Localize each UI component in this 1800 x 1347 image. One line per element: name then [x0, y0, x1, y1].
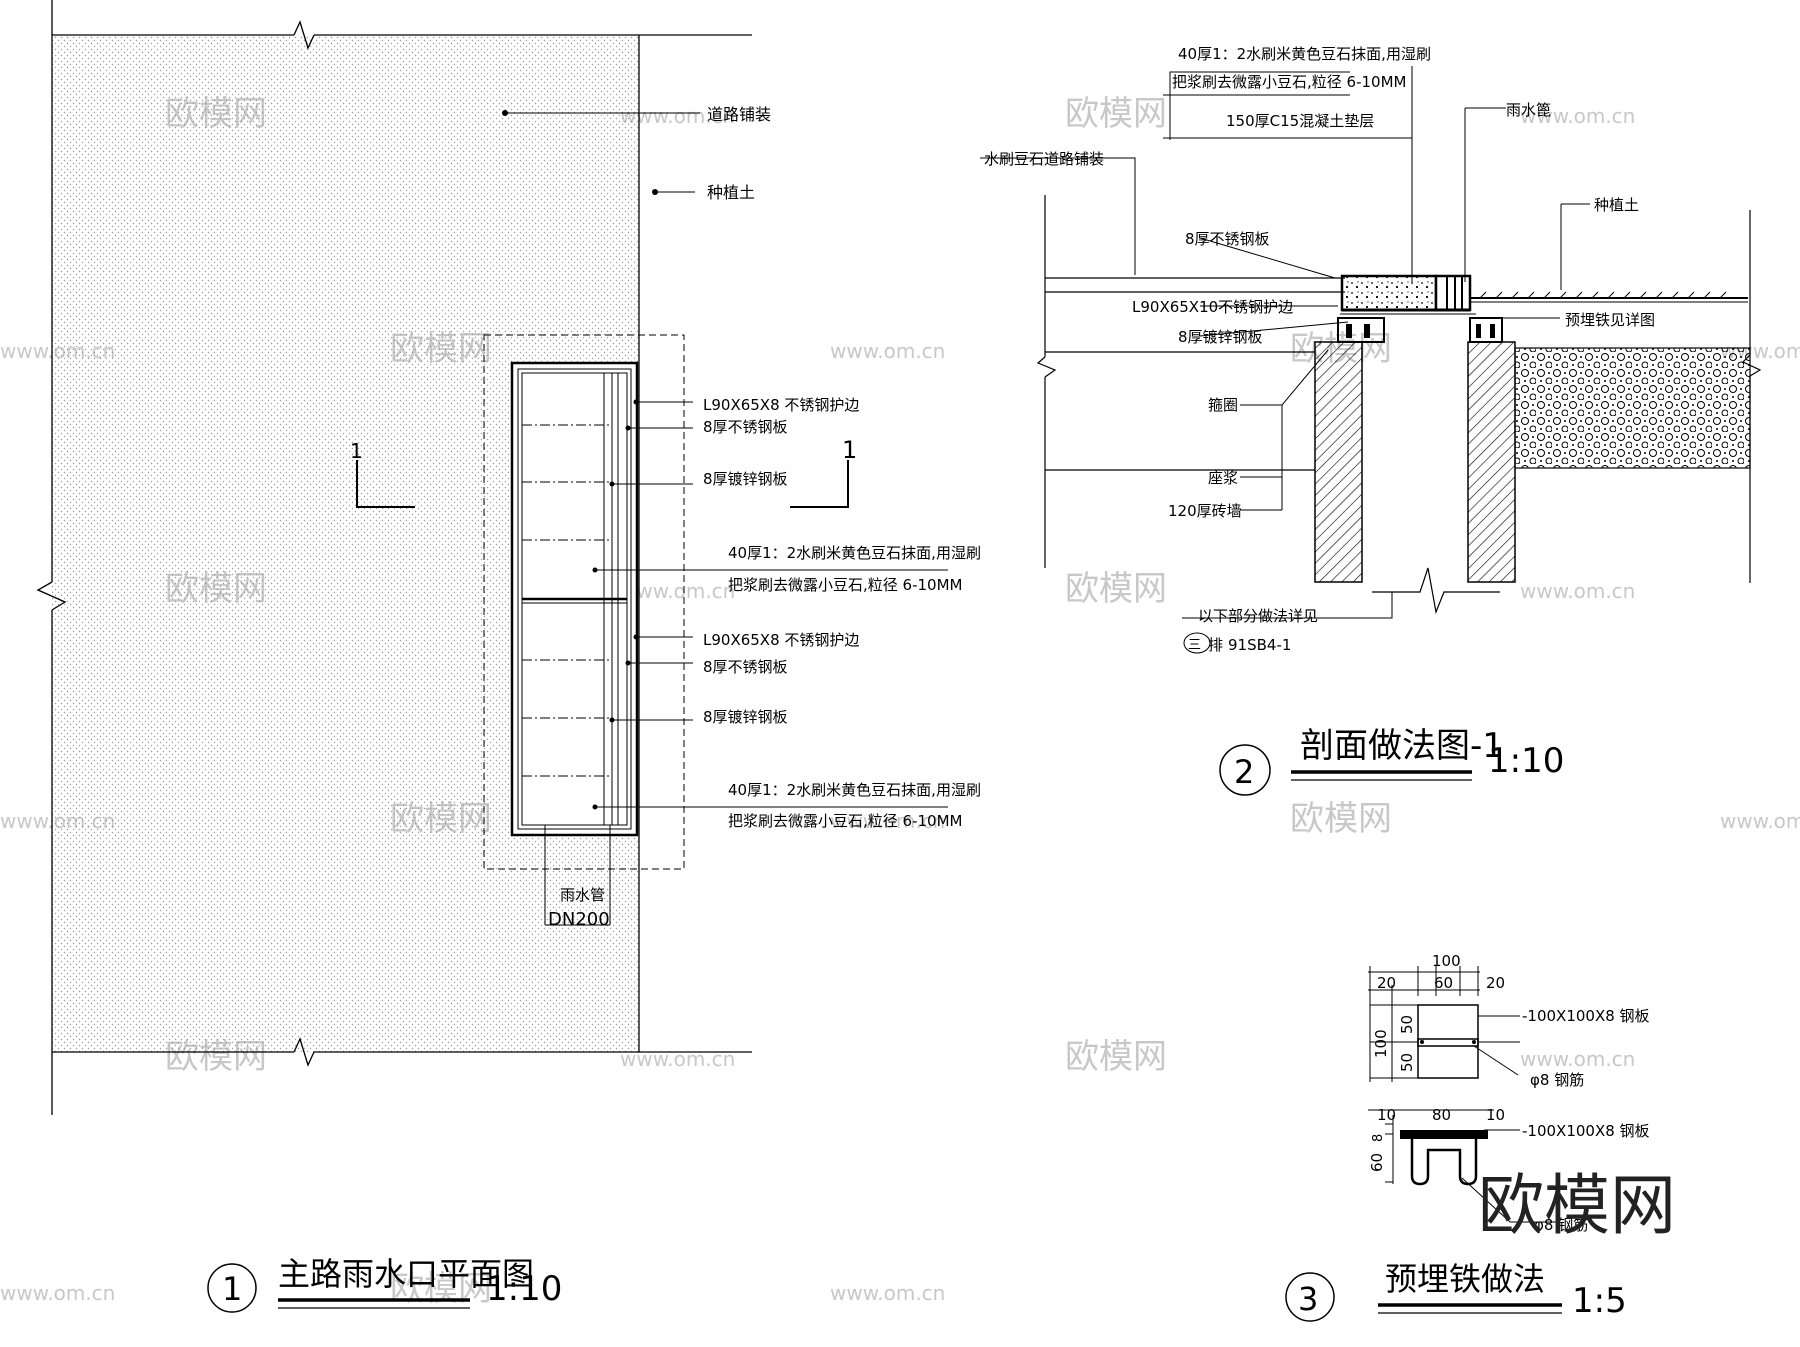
gravel-layer: [1514, 347, 1751, 469]
label-edge-2: L90X65X8 不锈钢护边: [703, 631, 859, 649]
watermark-brand: 欧模网: [1065, 1037, 1167, 1077]
label-plate-1: -100X100X8 钢板: [1522, 1007, 1650, 1025]
label-brick-wall: 120厚砖墙: [1168, 502, 1242, 520]
watermark-brand: 欧模网: [1065, 94, 1167, 134]
dim-height-50b: 50: [1398, 1053, 1416, 1072]
rebar-side-view: [1410, 1139, 1478, 1186]
watermark-url: www.om.cn: [1720, 809, 1800, 833]
label-pipe: 雨水管: [560, 886, 605, 904]
ref-mid: 排: [1208, 636, 1223, 654]
label-finish-2b: 把浆刷去微露小豆石,粒径 6-10MM: [728, 812, 962, 830]
label-section-galv: 8厚镀锌钢板: [1178, 328, 1263, 346]
title-circle-3: [1285, 1272, 1335, 1322]
watermark-brand: 欧模网: [1065, 569, 1167, 609]
dim-side-10b: 10: [1486, 1106, 1505, 1124]
label-top-1: 40厚1：2水刷米黄色豆石抹面,用湿刷: [1178, 45, 1431, 63]
label-galv-1: 8厚镀锌钢板: [703, 470, 788, 488]
section-view: 40厚1：2水刷米黄色豆石抹面,用湿刷 把浆刷去微露小豆石,粒径 6-10MM …: [980, 45, 1762, 796]
label-embed-ref: 预埋铁见详图: [1565, 311, 1655, 329]
label-galv-2: 8厚镀锌钢板: [703, 708, 788, 726]
label-paving: 道路铺装: [707, 105, 771, 124]
brand-logo: 欧模网: [1478, 1167, 1676, 1244]
title-number-1: 1: [222, 1270, 242, 1308]
title-number-2: 2: [1234, 753, 1254, 791]
label-plate-2: -100X100X8 钢板: [1522, 1122, 1650, 1140]
title-number-3: 3: [1298, 1280, 1318, 1318]
dim-height-100: 100: [1372, 1029, 1390, 1058]
embed-detail: 100 20 60 20 100 50 50 -100X100X8 钢板 φ8 …: [1285, 952, 1676, 1322]
section-scale: 1:10: [1488, 741, 1564, 781]
section-title: 剖面做法图-1: [1300, 726, 1504, 766]
label-ss-2: 8厚不锈钢板: [703, 658, 788, 676]
label-ss-1: 8厚不锈钢板: [703, 418, 788, 436]
plate-side-view: [1400, 1130, 1488, 1139]
label-finish-2a: 40厚1：2水刷米黄色豆石抹面,用湿刷: [728, 781, 981, 799]
dim-height-50a: 50: [1398, 1015, 1416, 1034]
plan-title: 主路雨水口平面图: [278, 1255, 534, 1293]
label-pipe-size: DN200: [548, 909, 610, 930]
dim-left-20: 20: [1377, 974, 1396, 992]
dim-side-10a: 10: [1377, 1106, 1396, 1124]
label-rebar-1: φ8 钢筋: [1530, 1071, 1584, 1089]
ref-code: 91SB4-1: [1228, 636, 1291, 654]
label-top-3: 150厚C15混凝土垫层: [1226, 112, 1374, 130]
label-top-2: 把浆刷去微露小豆石,粒径 6-10MM: [1172, 73, 1406, 91]
label-section-soil: 种植土: [1594, 196, 1639, 214]
watermark-url: www.om.cn: [1520, 579, 1635, 603]
brick-wall-left: [1314, 341, 1363, 583]
ref-circle: [1183, 632, 1211, 654]
dim-side-60: 60: [1368, 1153, 1386, 1172]
grate-outline-dashed: [483, 334, 685, 870]
rebar-top-view: [1417, 1038, 1479, 1047]
watermark-url: www.om.cn: [830, 809, 945, 833]
plate-top-view: [1417, 1004, 1479, 1079]
plan-scale: 1:10: [486, 1269, 562, 1309]
title-circle-1: [207, 1263, 257, 1313]
watermark-brand: 欧模网: [1290, 799, 1392, 839]
embed-title: 预埋铁做法: [1385, 1260, 1545, 1298]
label-finish-1a: 40厚1：2水刷米黄色豆石抹面,用湿刷: [728, 544, 981, 562]
label-below: 以下部分做法详见: [1198, 607, 1318, 625]
dim-side-80: 80: [1432, 1106, 1451, 1124]
soil-hatch: [1479, 291, 1727, 299]
embedded-iron-right: [1469, 317, 1503, 343]
label-mortar: 座浆: [1208, 469, 1238, 487]
watermark-url: www.om.cn: [1520, 104, 1635, 128]
watermark-brand: 欧模网: [390, 1269, 492, 1309]
label-edge-1: L90X65X8 不锈钢护边: [703, 396, 859, 414]
plan-view: 1 1 道路铺装 种植土 L90X65X8 不锈钢护边 8厚不锈钢板 8厚镀锌钢…: [36, 0, 981, 1313]
dim-width-100: 100: [1432, 952, 1461, 970]
section-mark-right: 1: [842, 436, 857, 464]
watermark-url: www.om.cn: [830, 1281, 945, 1305]
section-mark-left: 1: [350, 439, 363, 463]
watermark-url: www.om.cn: [0, 1281, 115, 1305]
embedded-iron-left: [1337, 317, 1385, 343]
label-section-ss: 8厚不锈钢板: [1185, 230, 1270, 248]
label-soil: 种植土: [707, 183, 755, 202]
label-finish-1b: 把浆刷去微露小豆石,粒径 6-10MM: [728, 576, 962, 594]
finish-slab: [1340, 274, 1438, 312]
watermark-url: www.om.cn: [830, 339, 945, 363]
brick-wall-right: [1467, 341, 1516, 583]
ref-prefix: 三: [1188, 638, 1201, 653]
label-section-edge: L90X65X10不锈钢护边: [1132, 298, 1293, 316]
label-grate: 雨水篦: [1506, 101, 1551, 119]
title-circle-2: [1219, 744, 1271, 796]
dim-mid-60: 60: [1434, 974, 1453, 992]
grate: [1434, 274, 1472, 312]
label-ring: 箍圈: [1208, 396, 1238, 414]
embed-scale: 1:5: [1572, 1281, 1627, 1321]
watermark-url: www.om.cn: [1520, 1047, 1635, 1071]
label-section-paving: 水刷豆石道路铺装: [984, 150, 1104, 168]
dim-right-20: 20: [1486, 974, 1505, 992]
dim-side-8: 8: [1371, 1134, 1386, 1142]
label-rebar-2: φ8 钢筋: [1534, 1216, 1588, 1234]
